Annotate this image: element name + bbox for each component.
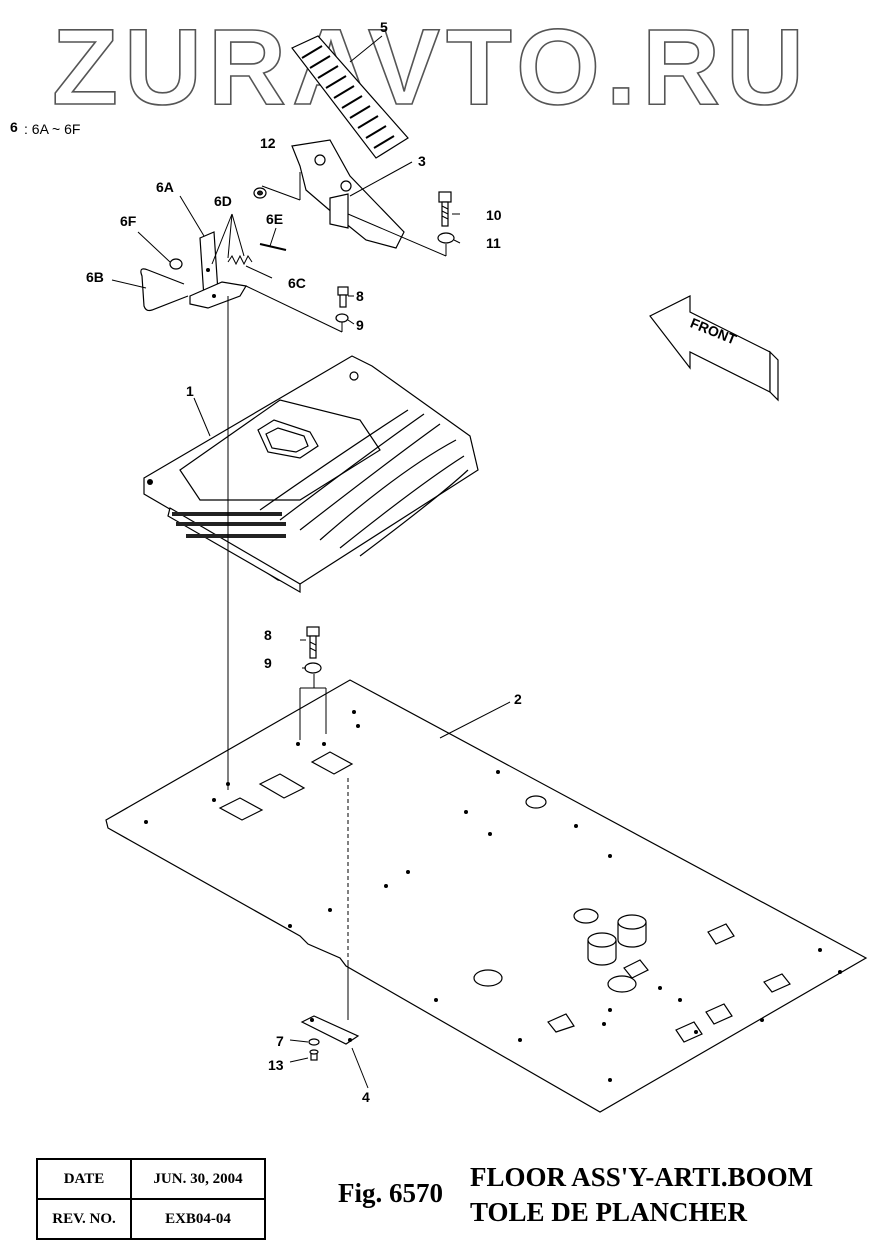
callout-6a: 6A — [156, 179, 174, 195]
floor-cover-part-1 — [143, 355, 479, 594]
front-arrow: FRONT — [649, 295, 779, 402]
callout-6d: 6D — [214, 193, 232, 209]
kit-note-range: : 6A ~ 6F — [24, 121, 80, 137]
callout-5: 5 — [380, 19, 388, 35]
callout-9-upper: 9 — [356, 317, 364, 333]
callout-4: 4 — [362, 1089, 370, 1105]
callout-10: 10 — [486, 207, 502, 223]
strap-part-4 — [300, 1015, 360, 1045]
callout-1: 1 — [186, 383, 194, 399]
pedal-body-part-3 — [291, 139, 405, 249]
washer-part-9-lower — [304, 662, 322, 674]
figure-title: FLOOR ASS'Y-ARTI.BOOM TOLE DE PLANCHER — [470, 1160, 813, 1230]
figure-number: Fig. 6570 — [338, 1178, 443, 1208]
u-bolt-part-6b — [140, 268, 189, 312]
revision-info-table: DATE JUN. 30, 2004 REV. NO. EXB04-04 — [36, 1158, 266, 1240]
callout-11: 11 — [486, 235, 501, 251]
pedal-pad-part-5 — [291, 35, 409, 159]
callout-7: 7 — [276, 1033, 284, 1049]
washer-part-11 — [437, 232, 455, 244]
callout-3: 3 — [418, 153, 426, 169]
bolt-part-13 — [309, 1049, 319, 1061]
callout-6c: 6C — [288, 275, 306, 291]
callout-2: 2 — [514, 691, 522, 707]
floor-plate-part-2 — [105, 679, 868, 1113]
bolt-part-10 — [438, 191, 452, 227]
bolt-part-8-lower — [306, 626, 320, 659]
figure-title-en: FLOOR ASS'Y-ARTI.BOOM — [470, 1162, 814, 1192]
callout-6e: 6E — [266, 211, 283, 227]
pin-part-6e — [259, 243, 287, 251]
callout-12: 12 — [260, 135, 276, 151]
callout-8-upper: 8 — [356, 288, 364, 304]
callout-6f: 6F — [120, 213, 137, 229]
callout-13: 13 — [268, 1057, 284, 1073]
kit-note-number: 6 — [10, 119, 18, 135]
washer-part-9-upper — [335, 313, 349, 323]
bolt-part-8-upper — [337, 286, 349, 308]
rev-label: REV. NO. — [36, 1198, 132, 1240]
callout-9-lower: 9 — [264, 655, 272, 671]
nut-part-6f — [169, 258, 183, 270]
bracket-assembly-part-6 — [189, 231, 247, 309]
callout-6b: 6B — [86, 269, 104, 285]
spring-part-6d — [227, 254, 253, 266]
nut-part-12 — [253, 187, 267, 199]
date-value: JUN. 30, 2004 — [130, 1158, 266, 1200]
exploded-parts-diagram: ZURAVTO.RU 6 : 6A ~ 6F FRONT — [10, 5, 868, 1113]
round-pads — [587, 914, 647, 966]
leader-lines — [111, 35, 511, 1089]
callout-8-lower: 8 — [264, 627, 272, 643]
watermark: ZURAVTO.RU — [52, 6, 810, 127]
figure-title-fr: TOLE DE PLANCHER — [470, 1197, 748, 1227]
rev-value: EXB04-04 — [130, 1198, 266, 1240]
washer-part-7 — [308, 1038, 320, 1046]
date-label: DATE — [36, 1158, 132, 1200]
